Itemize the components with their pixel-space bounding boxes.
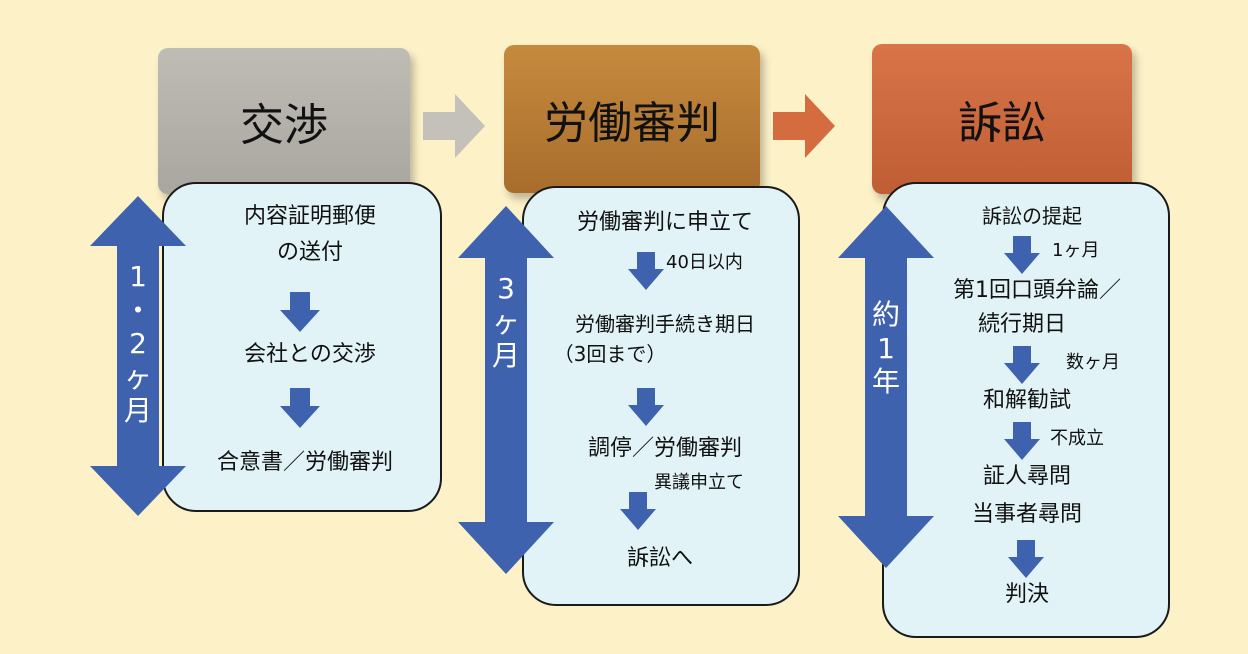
down-arrow-icon (1008, 540, 1044, 578)
down-arrow-icon (620, 492, 656, 530)
down-arrow-icon (1004, 346, 1040, 384)
stage-header-lawsuit: 訴訟 (872, 44, 1132, 194)
step-text: 訴訟の提起 (982, 204, 1082, 228)
down-arrow-icon (628, 252, 664, 290)
double-arrow-icon (90, 196, 186, 516)
duration-char: 月 (491, 339, 520, 373)
step-note: 不成立 (1050, 428, 1104, 449)
duration-label-lawsuit: 約 1 年 (866, 298, 906, 399)
duration-char: 月 (123, 394, 152, 428)
down-arrow-icon (280, 388, 320, 428)
duration-char: 2 (129, 327, 147, 361)
double-arrow-icon (458, 206, 554, 574)
right-arrow-icon (423, 94, 485, 158)
down-arrow-icon (1004, 236, 1040, 274)
step-text: 訴訟へ (626, 546, 693, 571)
step-text: 当事者尋問 (971, 502, 1082, 527)
step-card-negotiation (162, 182, 442, 512)
duration-char: ヶ (123, 360, 152, 394)
step-text: 和解勧試 (982, 388, 1071, 413)
right-arrow-icon (773, 94, 835, 158)
stage-title-lawsuit: 訴訟 (958, 98, 1046, 149)
stage-title-tribunal: 労働審判 (544, 98, 720, 149)
down-arrow-icon (1004, 422, 1040, 460)
step-text: 合意書／労働審判 (216, 450, 393, 475)
stage-header-tribunal: 労働審判 (504, 45, 760, 193)
duration-char: ヶ (491, 305, 520, 339)
stage-header-negotiation: 交渉 (158, 48, 410, 194)
step-text: 第1回口頭弁論／ (953, 278, 1121, 303)
down-arrow-icon (280, 292, 320, 332)
step-note: 1ヶ月 (1052, 240, 1100, 261)
duration-char: 1 (129, 260, 147, 293)
step-text: 労働審判に申立て (576, 210, 753, 235)
step-text: 会社との交渉 (244, 342, 376, 367)
stage-title-negotiation: 交渉 (240, 100, 328, 151)
step-text: の送付 (276, 240, 343, 265)
duration-char: 約 (871, 298, 900, 331)
duration-char: 1 (877, 331, 895, 365)
duration-label-negotiation: 1 ・ 2 ヶ 月 (118, 260, 158, 428)
double-arrow-icon (838, 206, 934, 568)
step-note: 異議申立て (654, 472, 744, 493)
duration-label-tribunal: 3 ヶ 月 (486, 272, 526, 373)
step-text: 調停／労働審判 (587, 436, 742, 461)
step-text: 判決 (1004, 582, 1049, 607)
step-text: （3回まで） (553, 342, 667, 366)
step-note: 数ヶ月 (1066, 352, 1120, 373)
step-card-tribunal (522, 186, 800, 606)
step-text: 内容証明郵便 (243, 204, 376, 229)
step-text: 続行期日 (977, 312, 1066, 337)
duration-char: 3 (497, 272, 515, 305)
step-text: 証人尋問 (982, 464, 1071, 489)
duration-char: ・ (123, 293, 152, 327)
duration-char: 年 (871, 365, 900, 399)
step-note: 40日以内 (666, 252, 743, 273)
step-text: 労働審判手続き期日 (575, 312, 755, 336)
down-arrow-icon (628, 388, 664, 426)
